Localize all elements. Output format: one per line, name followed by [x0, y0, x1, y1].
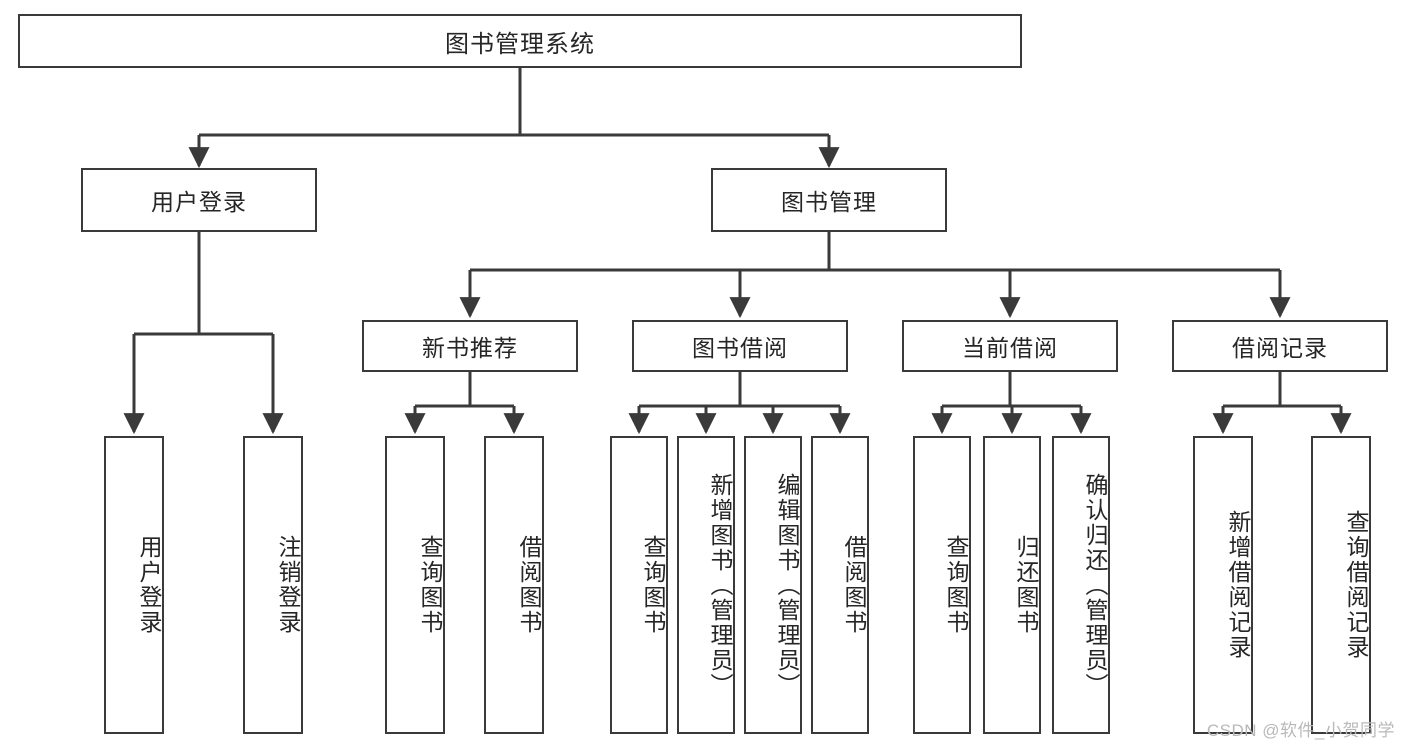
- node-label: 查询图书: [943, 535, 969, 635]
- node-leaf-return-book[interactable]: 归还图书: [983, 436, 1041, 734]
- node-leaf-logout[interactable]: 注销登录: [243, 436, 303, 734]
- node-label: 图书借阅: [692, 335, 788, 361]
- node-label: 归还图书: [1013, 535, 1039, 635]
- node-label: 新书推荐: [422, 335, 518, 361]
- node-leaf-add-borrow-record[interactable]: 新增借阅记录: [1193, 436, 1253, 734]
- node-leaf-lend-book[interactable]: 借阅图书: [811, 436, 869, 734]
- csdn-watermark: CSDN @软件_小贺同学: [1206, 721, 1395, 740]
- node-user-login[interactable]: 用户登录: [81, 168, 317, 232]
- node-label: 新增图书（管理员）: [707, 472, 733, 698]
- node-root-book-management-system[interactable]: 图书管理系统: [18, 14, 1022, 68]
- node-label: 编辑图书（管理员）: [774, 472, 800, 698]
- node-leaf-add-book-admin[interactable]: 新增图书（管理员）: [677, 436, 735, 734]
- node-leaf-edit-book-admin[interactable]: 编辑图书（管理员）: [744, 436, 802, 734]
- node-leaf-query-book-newbook[interactable]: 查询图书: [385, 436, 445, 734]
- node-label: 用户登录: [151, 189, 247, 215]
- node-label: 当前借阅: [962, 335, 1058, 361]
- node-label: 借阅图书: [516, 535, 542, 635]
- node-new-book-recommend[interactable]: 新书推荐: [362, 320, 578, 372]
- node-leaf-user-login[interactable]: 用户登录: [104, 436, 164, 734]
- node-label: 查询图书: [417, 535, 443, 635]
- node-label: 用户登录: [136, 535, 162, 635]
- node-borrow-records[interactable]: 借阅记录: [1172, 320, 1388, 372]
- node-leaf-query-book-borrowing[interactable]: 查询图书: [610, 436, 668, 734]
- node-label: 确认归还（管理员）: [1082, 472, 1108, 698]
- node-label: 注销登录: [275, 535, 301, 635]
- node-label: 图书管理系统: [445, 30, 595, 58]
- node-label: 新增借阅记录: [1225, 510, 1251, 660]
- node-label: 查询借阅记录: [1343, 510, 1369, 660]
- node-leaf-query-book-current[interactable]: 查询图书: [913, 436, 971, 734]
- node-current-borrowing[interactable]: 当前借阅: [902, 320, 1118, 372]
- node-leaf-confirm-return-admin[interactable]: 确认归还（管理员）: [1052, 436, 1110, 734]
- node-book-management[interactable]: 图书管理: [711, 168, 947, 232]
- node-book-borrowing[interactable]: 图书借阅: [632, 320, 848, 372]
- node-leaf-borrow-book-newbook[interactable]: 借阅图书: [484, 436, 544, 734]
- node-leaf-query-borrow-record[interactable]: 查询借阅记录: [1311, 436, 1371, 734]
- node-label: 图书管理: [781, 189, 877, 215]
- node-label: 借阅记录: [1232, 335, 1328, 361]
- node-label: 查询图书: [640, 535, 666, 635]
- node-label: 借阅图书: [841, 535, 867, 635]
